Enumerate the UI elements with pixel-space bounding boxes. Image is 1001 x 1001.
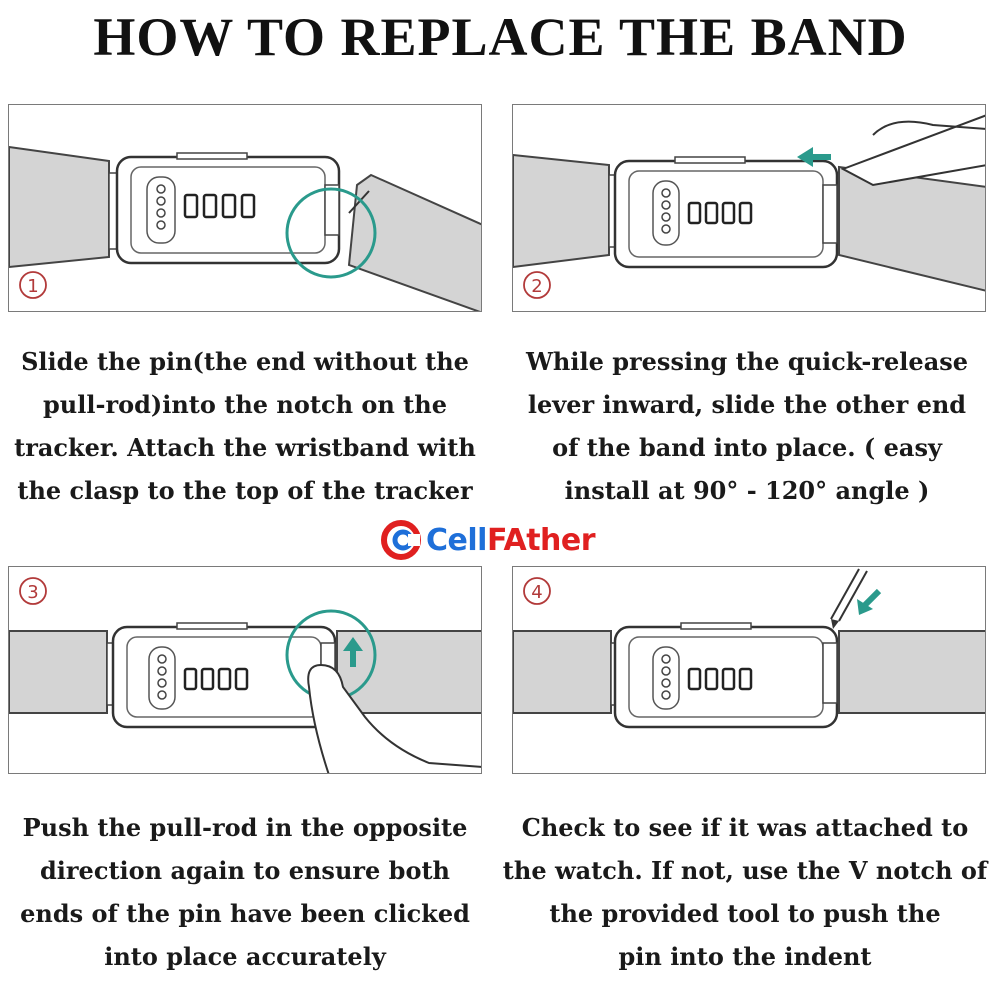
step-4-caption: Check to see if it was attached to the w… [500,806,990,978]
step-4-line-2: the watch. If not, use the V notch of [502,856,988,885]
step-4-line-4: pin into the indent [618,942,872,971]
step-2-line-1: While pressing the quick-release [525,347,969,376]
step-1-illustration: 1 [8,104,482,312]
page-title: HOW TO REPLACE THE BAND [93,7,908,67]
step-1-number: 1 [27,276,38,297]
step-3-line-3: ends of the pin have been clicked [20,899,470,928]
step-2-number: 2 [531,276,542,297]
step-2-line-4: install at 90° - 120° angle ) [564,476,930,505]
step-2-line-3: of the band into place. ( easy [552,433,942,462]
step-2-line-2: lever inward, slide the other end [527,390,967,419]
step-3-number: 3 [27,582,38,603]
step-4-number: 4 [531,582,542,603]
step-3-line-1: Push the pull-rod in the opposite [22,813,468,842]
step-3-caption: Push the pull-rod in the opposite direct… [0,806,490,978]
step-2-illustration: 2 [512,104,986,312]
step-2-caption: While pressing the quick-release lever i… [502,340,992,512]
brand-name-part-2: FAther [486,522,596,558]
step-4-line-1: Check to see if it was attached to [521,813,969,842]
step-1-line-2: pull-rod)into the notch on the [43,390,447,419]
step-1-line-4: the clasp to the top of the tracker [17,476,473,505]
step-1-line-1: Slide the pin(the end without the [21,347,469,376]
brand-logo-icon [381,520,421,560]
brand-name-part-1: Cell [426,522,487,558]
step-1-caption: Slide the pin(the end without the pull-r… [0,340,490,512]
step-3-line-2: direction again to ensure both [40,856,450,885]
step-3-illustration: 3 [8,566,482,774]
step-1-line-3: tracker. Attach the wristband with [14,433,476,462]
step-4-line-3: the provided tool to push the [549,899,941,928]
brand-logo: CellFAther [380,516,596,564]
brand-name: CellFAther [426,522,596,558]
step-3-line-4: into place accurately [104,942,386,971]
step-4-illustration: 4 [512,566,986,774]
